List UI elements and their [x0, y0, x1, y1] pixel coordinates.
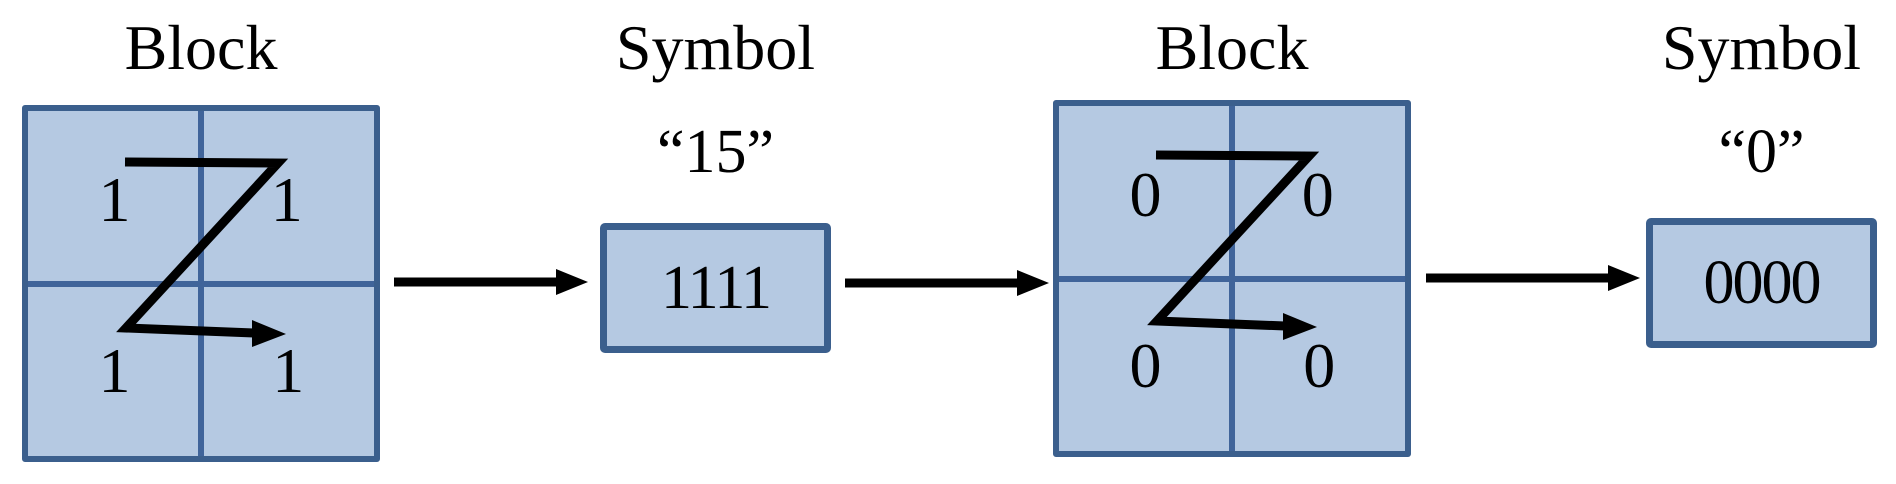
symbol2-title: Symbol	[1661, 12, 1862, 83]
arrow-block2-to-symbol2	[1426, 265, 1640, 291]
block1-cell-top-right: 1	[270, 164, 303, 235]
symbol1-box: 1111	[600, 223, 831, 353]
arrow-block1-to-symbol1	[394, 269, 588, 295]
block1-cell-top-left: 1	[98, 164, 131, 235]
symbol2-code: 0000	[1703, 249, 1822, 317]
block1-cell-bottom-right: 1	[272, 334, 305, 406]
block1-title: Block	[124, 12, 278, 83]
block1-grid: 1 1 1 1	[22, 105, 380, 462]
block2-cell-bottom-left: 0	[1129, 329, 1162, 401]
symbol1-title: Symbol	[615, 12, 816, 83]
block1-cell-bottom-left: 1	[98, 334, 131, 406]
block2-title: Block	[1155, 12, 1309, 83]
symbol1-quoted-value: “15”	[656, 118, 775, 186]
symbol2-quoted-value: “0”	[1718, 118, 1805, 186]
block2-cell-top-left: 0	[1129, 159, 1162, 230]
arrow-symbol1-to-block2	[845, 270, 1049, 296]
block2-cell-bottom-right: 0	[1303, 329, 1336, 401]
block2-grid: 0 0 0 0	[1053, 100, 1411, 457]
block2-horizontal-divider	[1059, 275, 1405, 282]
symbol2-box: 0000	[1646, 218, 1877, 348]
block1-horizontal-divider	[28, 280, 374, 287]
block2-cell-top-right: 0	[1301, 159, 1334, 230]
symbol1-code: 1111	[660, 254, 772, 322]
